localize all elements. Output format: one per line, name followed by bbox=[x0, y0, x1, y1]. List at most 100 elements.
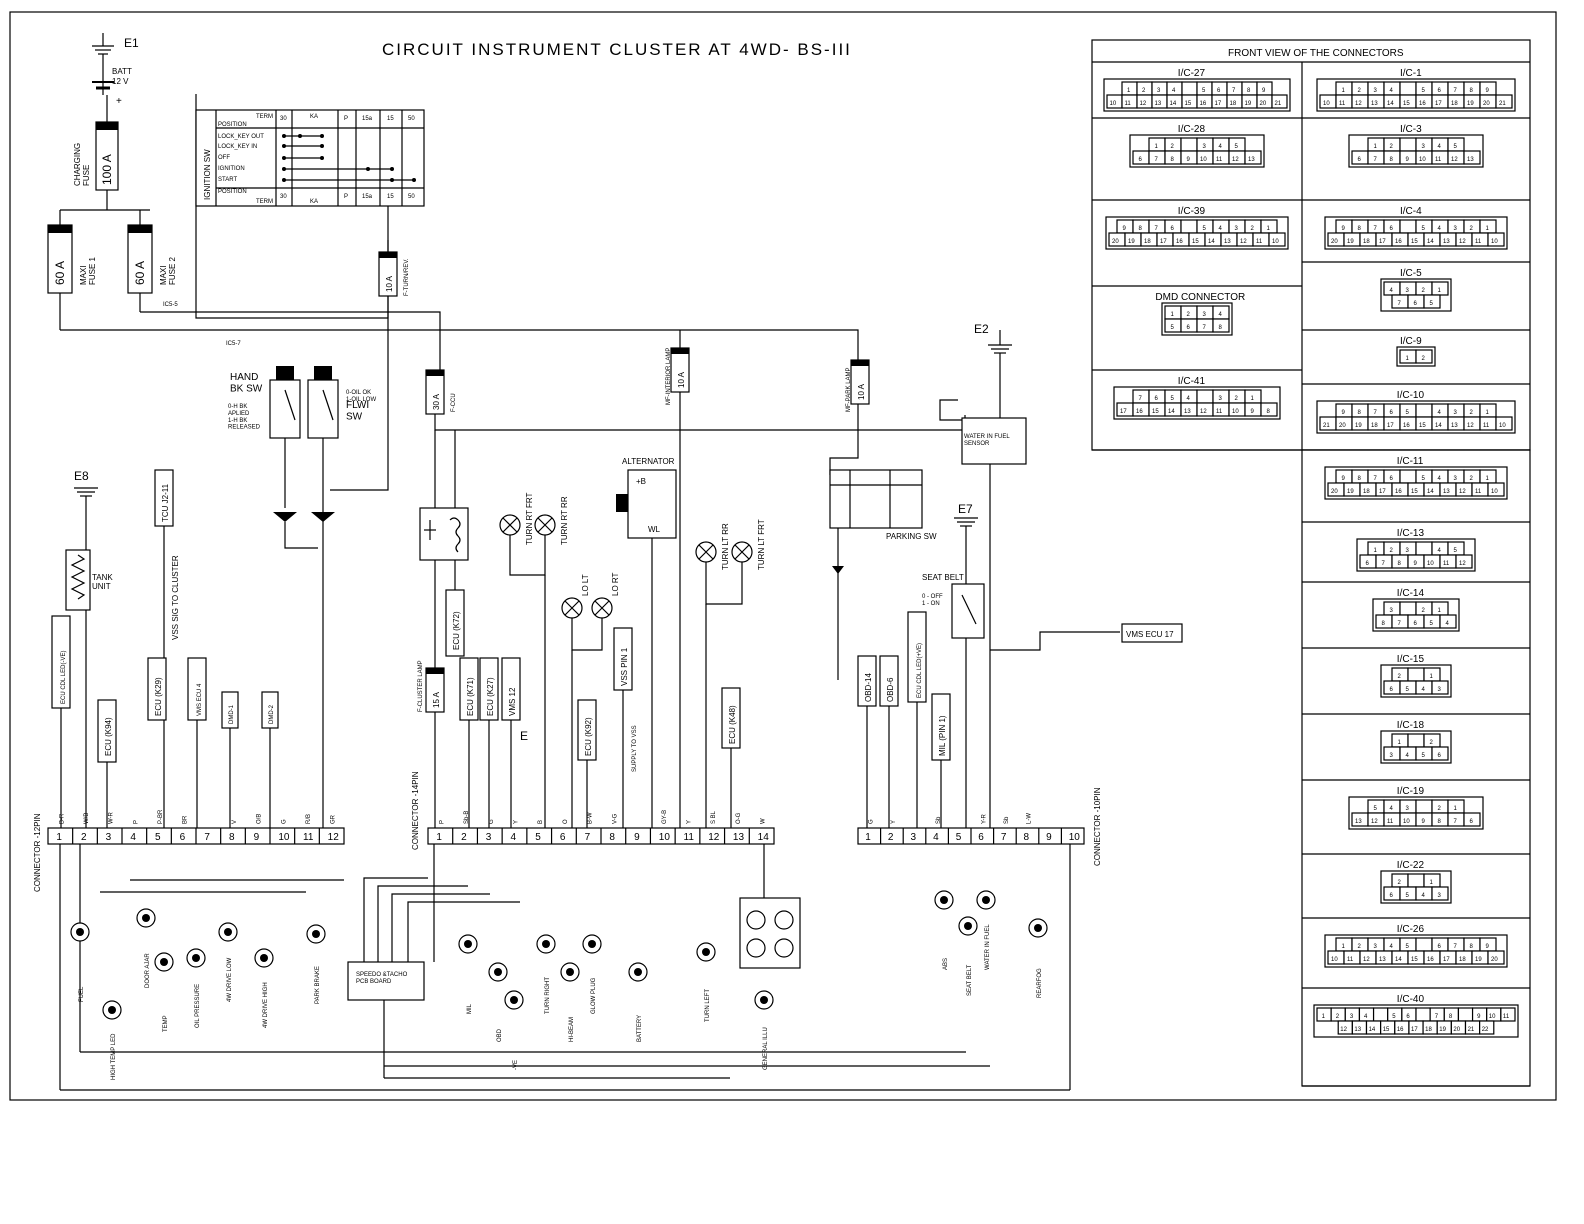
pin-cell: 2 bbox=[1171, 144, 1175, 150]
pin-cell: 11 bbox=[1347, 957, 1354, 963]
pin-cell: 18 bbox=[1144, 239, 1151, 245]
pin-cell: 19 bbox=[1475, 957, 1482, 963]
ignition-switch: IGNITION SW TERM 30 KA P 15a 15 50 POSIT… bbox=[195, 109, 425, 207]
pin-cell: 7 bbox=[1232, 88, 1236, 94]
fuse-f-cluster-tag: F-CLUSTER LAMP bbox=[418, 660, 424, 712]
c14-wire-3: G bbox=[489, 819, 495, 824]
c14-pin-11: 11 bbox=[684, 832, 695, 843]
connector-i-c-4: I/C-4 bbox=[1400, 206, 1422, 217]
c10-wire-4: Sb bbox=[936, 816, 942, 824]
pin-cell: 6 bbox=[1390, 893, 1394, 899]
pin-cell: 17 bbox=[1120, 409, 1127, 415]
indicator-rearfog-label: REARFOG bbox=[1037, 968, 1043, 998]
fuse-f-interior-tag: MF-INTERIOR LAMP bbox=[666, 348, 672, 405]
pin-cell: 8 bbox=[1449, 1014, 1453, 1020]
pin-cell: 6 bbox=[1358, 157, 1362, 163]
fuse-f-turn-tag: F-TURN/REV. bbox=[404, 258, 410, 296]
indicator-door-ajar-label: DOOR AJAR bbox=[145, 953, 151, 988]
pin-cell: 11 bbox=[1216, 157, 1223, 163]
pin-cell: 9 bbox=[1187, 157, 1191, 163]
connector-i-c-10: I/C-10 bbox=[1397, 390, 1425, 401]
alternator-b: +B bbox=[636, 477, 646, 486]
pin-cell: 12 bbox=[1355, 101, 1362, 107]
c12-pin-2: 2 bbox=[81, 832, 87, 843]
ignition-switch-label: IGNITION SW bbox=[203, 149, 212, 200]
pin-cell: 5 bbox=[1203, 226, 1207, 232]
pin-cell: 6 bbox=[1139, 157, 1143, 163]
maxi-fuse-1-label: MAXIFUSE 1 bbox=[79, 256, 97, 285]
parking-sw-label: PARKING SW bbox=[886, 532, 937, 541]
pin-cell: 12 bbox=[1451, 157, 1458, 163]
fuse-f-park: 10 A MF-PARK LAMP bbox=[829, 359, 870, 475]
ign-row-position-2: POSITION bbox=[218, 189, 247, 195]
fuse-f-ccu-rating: 30 A bbox=[432, 393, 441, 410]
pin-cell: 4 bbox=[1219, 144, 1223, 150]
indicator-mil-label: MIL bbox=[467, 1003, 473, 1014]
pin-cell: 14 bbox=[1170, 101, 1177, 107]
c10-pin-7: 7 bbox=[1001, 832, 1007, 843]
pin-cell: 11 bbox=[1475, 489, 1482, 495]
pin-cell: 14 bbox=[1208, 239, 1215, 245]
pin-cell: 11 bbox=[1443, 561, 1450, 567]
pin-cell: 10 bbox=[1499, 423, 1506, 429]
pin-cell: 17 bbox=[1435, 101, 1442, 107]
pin-cell: 1 bbox=[1438, 288, 1442, 294]
pin-cell: 1 bbox=[1374, 144, 1378, 150]
pin-cell: 1 bbox=[1342, 944, 1346, 950]
pin-cell: 6 bbox=[1438, 944, 1442, 950]
pin-cell: 10 bbox=[1491, 239, 1498, 245]
pin-cell: 2 bbox=[1438, 806, 1442, 812]
c14-pin-5: 5 bbox=[535, 832, 541, 843]
c10-pin-1: 1 bbox=[865, 832, 871, 843]
pin-cell: 13 bbox=[1443, 489, 1450, 495]
pin-cell: 6 bbox=[1217, 88, 1221, 94]
c10-wire-2: Y bbox=[891, 820, 897, 824]
connector-i-c-18: I/C-18 bbox=[1397, 720, 1425, 731]
pin-cell: 2 bbox=[1398, 880, 1402, 886]
pin-cell: 3 bbox=[1374, 88, 1378, 94]
pin-cell: 3 bbox=[1454, 410, 1458, 416]
pin-cell: 8 bbox=[1219, 325, 1223, 331]
pin-cell: 10 bbox=[1491, 489, 1498, 495]
seat-belt-sw-label: SEAT BELT bbox=[922, 573, 964, 582]
alternator-label: ALTERNATOR bbox=[622, 457, 675, 466]
pin-cell: 5 bbox=[1406, 410, 1410, 416]
c12-pin-5: 5 bbox=[155, 832, 161, 843]
pin-cell: 9 bbox=[1414, 561, 1418, 567]
ccu-relay: ECU (K72) bbox=[419, 430, 469, 657]
pin-cell: 20 bbox=[1483, 101, 1490, 107]
pin-cell: 10 bbox=[1272, 239, 1279, 245]
pin-cell: 8 bbox=[1358, 476, 1362, 482]
pin-cell: 19 bbox=[1245, 101, 1252, 107]
ign-hdr-15: 15 bbox=[387, 116, 394, 122]
c14-pin-13: 13 bbox=[733, 832, 745, 843]
connector-i-c-14: I/C-14 bbox=[1397, 588, 1425, 599]
ground-e2: E2 bbox=[974, 322, 1012, 418]
pin-cell: 18 bbox=[1459, 957, 1466, 963]
pin-cell: 11 bbox=[1339, 101, 1346, 107]
pin-cell: 10 bbox=[1403, 819, 1410, 825]
pin-cell: 7 bbox=[1374, 226, 1378, 232]
alternator-wl: WL bbox=[648, 525, 661, 534]
pin-cell: 3 bbox=[1406, 548, 1410, 554]
pin-cell: 16 bbox=[1419, 101, 1426, 107]
pin-cell: 7 bbox=[1398, 621, 1402, 627]
pin-cell: 6 bbox=[1406, 1014, 1410, 1020]
pin-cell: 19 bbox=[1467, 101, 1474, 107]
pin-cell: 14 bbox=[1369, 1027, 1376, 1033]
c12-wire-5: P-BR bbox=[158, 809, 164, 824]
c14-wire-7: B-W bbox=[588, 812, 594, 824]
pin-cell: 5 bbox=[1406, 687, 1410, 693]
pin-cell: 20 bbox=[1491, 957, 1498, 963]
pin-cell: 9 bbox=[1486, 944, 1490, 950]
pin-cell: 8 bbox=[1171, 157, 1175, 163]
c14-pin-2: 2 bbox=[461, 832, 467, 843]
fuse-f-cluster-rating: 15 A bbox=[432, 691, 441, 708]
lamp-lo-lt: LO LT bbox=[581, 574, 590, 596]
pin-cell: 13 bbox=[1371, 101, 1378, 107]
